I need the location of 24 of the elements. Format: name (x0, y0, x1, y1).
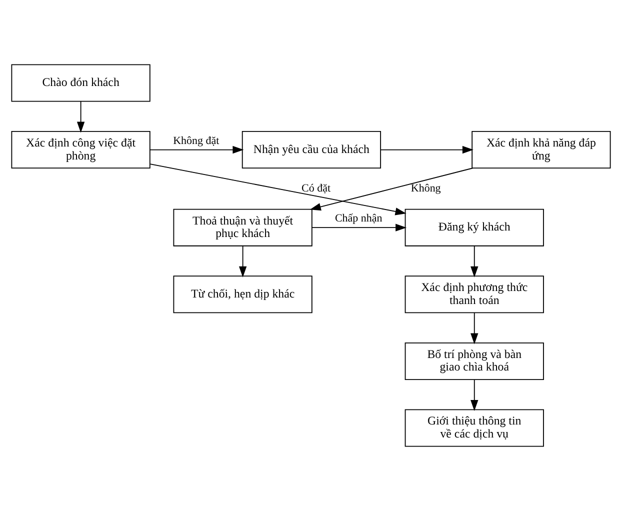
node-box: Bố trí phòng và bàn giao chìa khoá (404, 342, 544, 380)
arrow (470, 378, 478, 411)
node-box: Đăng ký khách (404, 208, 544, 246)
arrow (380, 145, 474, 154)
arrow (312, 223, 407, 231)
node-box: Xác định khả năng đáp ứng (472, 130, 611, 168)
arrow (310, 167, 474, 210)
node-box: Thoả thuận và thuyết phục khách (173, 208, 312, 246)
arrow (470, 244, 478, 277)
arrow (238, 244, 247, 277)
edge-label: Chấp nhận (334, 212, 382, 224)
edge-label: Không (410, 182, 441, 194)
arrow (76, 100, 85, 132)
node-box: Chào đón khách (11, 64, 150, 102)
node-box: Xác định công việc đặt phòng (11, 130, 150, 168)
edge-label: Không đặt (173, 134, 220, 146)
node-box: Xác định phương thức thanh toán (404, 275, 544, 313)
node-box: Từ chối, hẹn dịp khác (173, 275, 312, 313)
node-box: Nhận yêu cầu của khách (242, 130, 382, 168)
arrow (150, 145, 244, 154)
node-box: Giới thiệu thông tin về các dịch vụ (404, 408, 544, 446)
edge-label: Có đặt (302, 182, 331, 194)
arrow (150, 163, 406, 215)
arrow (470, 312, 478, 344)
